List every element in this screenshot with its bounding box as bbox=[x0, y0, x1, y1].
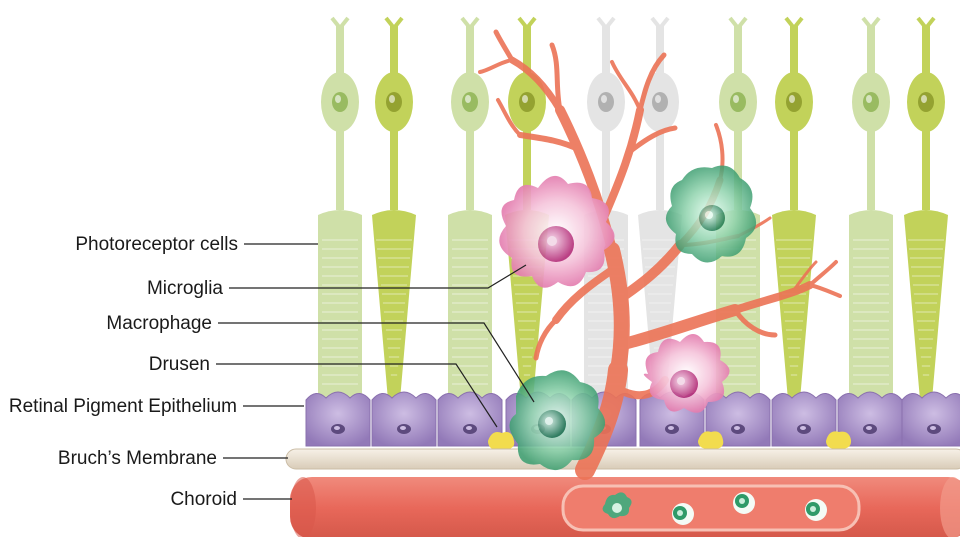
leukocyte bbox=[733, 492, 755, 514]
rpe-cell bbox=[372, 392, 436, 446]
cone-photoreceptor bbox=[372, 18, 416, 406]
rpe-cell bbox=[306, 392, 370, 446]
druse bbox=[826, 431, 851, 449]
rod-photoreceptor bbox=[318, 18, 362, 400]
cone-photoreceptor bbox=[772, 18, 816, 406]
label-bruch: Bruch’s Membrane bbox=[58, 448, 217, 469]
rpe-cell bbox=[902, 392, 960, 446]
druse bbox=[488, 432, 514, 450]
cone-photoreceptor bbox=[904, 18, 948, 406]
bruchs-membrane bbox=[286, 449, 960, 469]
label-microglia: Microglia bbox=[147, 278, 223, 299]
rod-photoreceptor bbox=[849, 18, 893, 400]
choroid-vessel bbox=[290, 477, 960, 537]
rod-photoreceptor bbox=[448, 18, 492, 400]
label-photoreceptor: Photoreceptor cells bbox=[75, 234, 238, 255]
leukocyte bbox=[672, 503, 694, 525]
label-macrophage: Macrophage bbox=[106, 313, 212, 334]
macrophage-cell bbox=[666, 166, 756, 263]
label-rpe: Retinal Pigment Epithelium bbox=[9, 396, 237, 417]
rpe-cell bbox=[772, 392, 836, 446]
label-group: Photoreceptor cells Microglia Macrophage… bbox=[9, 234, 238, 510]
druse bbox=[698, 431, 723, 449]
label-choroid: Choroid bbox=[170, 489, 237, 510]
rpe-layer bbox=[306, 392, 960, 446]
label-drusen: Drusen bbox=[149, 354, 210, 375]
photoreceptor-layer bbox=[318, 18, 948, 406]
leukocyte bbox=[805, 499, 827, 521]
